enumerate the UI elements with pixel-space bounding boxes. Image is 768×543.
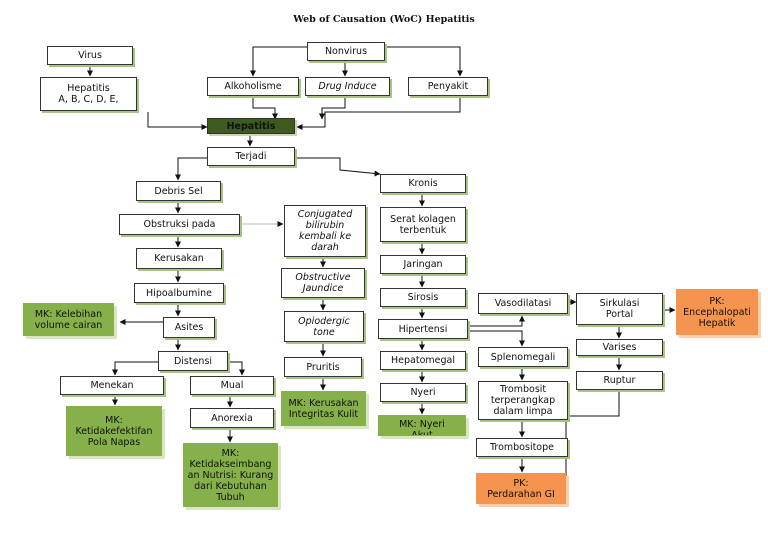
node-mual: Mual [190, 376, 274, 395]
node-mk-nutrisi: MK: Ketidakseimbang an Nutrisi: Kurang d… [183, 443, 278, 507]
node-obstructive-jaundice: Obstructive Jaundice [281, 268, 365, 298]
node-serat-kolagen: Serat kolagen terbentuk [380, 207, 466, 242]
node-hepatitis: Hepatitis [207, 118, 295, 134]
node-conjugated-bilirubin: Conjugated bilirubin kembali ke darah [284, 205, 366, 257]
node-anorexia: Anorexia [190, 408, 274, 428]
node-hipertensi: Hipertensi [378, 319, 468, 339]
node-drug-induce: Drug Induce [305, 77, 390, 96]
node-mk-pola-napas: MK: Ketidakefektifan Pola Napas [66, 406, 162, 456]
node-kronis: Kronis [380, 174, 466, 193]
node-splenomegali: Splenomegali [478, 347, 568, 367]
node-sirkulasi-portal: Sirkulasi Portal [576, 293, 663, 325]
node-trombosit-limpa: Trombosit terperangkap dalam limpa [478, 381, 568, 420]
node-penyakit: Penyakit [408, 77, 488, 96]
node-mk-kelebihan-volume: MK: Kelebihan volume cairan [23, 303, 114, 336]
node-asites: Asites [163, 317, 215, 338]
node-ruptur: Ruptur [576, 371, 663, 390]
node-terjadi: Terjadi [207, 147, 295, 166]
node-sirosis: Sirosis [380, 288, 466, 307]
node-virus: Virus [47, 46, 133, 65]
node-menekan: Menekan [60, 376, 164, 395]
node-trombositopenia: Trombositope [476, 438, 568, 457]
node-hepatomegali: Hepatomegal [380, 351, 466, 370]
node-nyeri: Nyeri [380, 383, 466, 402]
node-varises: Varises [576, 339, 663, 356]
node-alkoholisme: Alkoholisme [207, 77, 299, 96]
page-title: Web of Causation (WoC) Hepatitis [293, 14, 475, 25]
node-nonvirus: Nonvirus [307, 42, 385, 61]
node-vasodilatasi: Vasodilatasi [478, 293, 568, 314]
node-obstruksi: Obstruksi pada [119, 214, 240, 235]
node-distensi: Distensi [158, 351, 228, 371]
node-opiodergic-tone: Opiodergic tone [284, 311, 364, 342]
node-pk-encephalopati: PK: Encephalopati Hepatik [676, 289, 758, 335]
node-debris-sel: Debris Sel [136, 181, 221, 201]
node-kerusakan: Kerusakan [136, 248, 222, 269]
node-mk-integritas-kulit: MK: Kerusakan Integritas Kulit [281, 391, 366, 426]
node-jaringan: Jaringan [380, 255, 466, 274]
node-hepatitis-abcde: Hepatitis A, B, C, D, E, [40, 77, 137, 111]
node-pk-perdarahan-gi: PK: Perdarahan GI [476, 473, 566, 504]
node-pruritis: Pruritis [284, 357, 362, 377]
node-hipoalbumine: Hipoalbumine [134, 283, 224, 303]
node-mk-nyeri-akut: MK: Nyeri Akut [378, 415, 466, 436]
